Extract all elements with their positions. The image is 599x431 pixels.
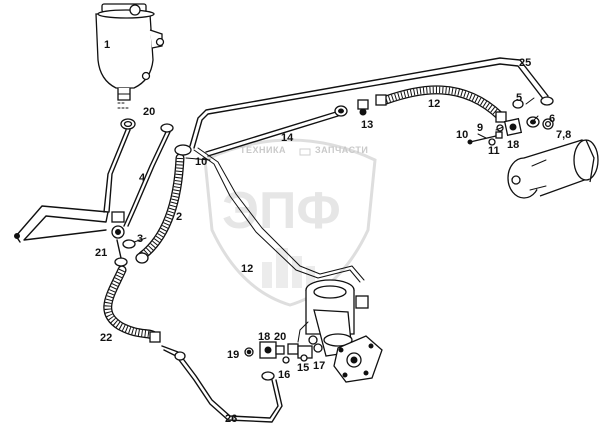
callout-14: 14 <box>281 132 294 144</box>
watermark-truck-icon <box>299 148 311 156</box>
suction-pipe-4 <box>103 123 174 227</box>
callout-12-top: 12 <box>428 98 440 110</box>
callout-21: 21 <box>95 247 107 259</box>
pressure-hose-2 <box>135 144 192 264</box>
fitting-cluster-21 <box>111 211 136 267</box>
callout-labels: 1 2 3 4 5 6 7,8 9 10 10 11 12 12 13 14 1… <box>95 39 571 425</box>
hose-clamp-top <box>120 118 136 130</box>
fitting-13 <box>357 99 369 116</box>
watermark-buildings-icon <box>262 248 315 288</box>
callout-2: 2 <box>176 211 182 223</box>
callout-11: 11 <box>488 145 500 157</box>
callout-19: 19 <box>227 349 239 361</box>
callout-25: 25 <box>519 57 531 69</box>
callout-22: 22 <box>100 332 112 344</box>
watermark-logo-letters: ЭПФ <box>222 182 341 240</box>
reservoir-tank <box>95 3 165 101</box>
watermark-text-right: ЗАПЧАСТИ <box>315 145 368 155</box>
callout-10-right: 10 <box>456 129 468 141</box>
callout-15: 15 <box>297 362 309 374</box>
watermark-text-left: ТЕХНИКА <box>240 145 286 155</box>
callout-26: 26 <box>225 413 237 425</box>
pipe-26 <box>161 345 283 423</box>
callout-12-lower: 12 <box>241 263 253 275</box>
callout-1: 1 <box>104 39 110 51</box>
pipe-14 <box>205 105 348 157</box>
right-fittings <box>467 99 554 146</box>
flange-plate <box>333 335 383 383</box>
leader-lines <box>133 97 539 243</box>
callout-13: 13 <box>361 119 373 131</box>
tank-outlet-clip <box>117 102 131 109</box>
hose-12-top <box>375 85 507 123</box>
callout-3: 3 <box>137 233 143 245</box>
callout-4: 4 <box>139 172 146 184</box>
callout-17: 17 <box>313 360 325 372</box>
callout-18-lower: 18 <box>258 331 270 343</box>
callout-10-left: 10 <box>195 156 207 168</box>
lower-fittings <box>244 321 323 381</box>
callout-16: 16 <box>278 369 290 381</box>
callout-5: 5 <box>516 92 522 104</box>
mounting-bracket <box>14 205 109 243</box>
callout-6: 6 <box>549 113 555 125</box>
callout-9: 9 <box>477 122 483 134</box>
steering-gear-box <box>305 279 369 357</box>
watermark: ЭПФ ТЕХНИКА ЗАПЧАСТИ <box>203 138 377 307</box>
hose-22 <box>103 265 161 343</box>
callout-18-right: 18 <box>507 139 519 151</box>
callout-20-top: 20 <box>143 106 155 118</box>
hydraulic-pump <box>507 139 599 199</box>
callout-7-8: 7,8 <box>556 129 571 141</box>
callout-20-lower: 20 <box>274 331 286 343</box>
return-pipe-25 <box>189 57 554 149</box>
pipe-12-lower <box>193 147 365 283</box>
